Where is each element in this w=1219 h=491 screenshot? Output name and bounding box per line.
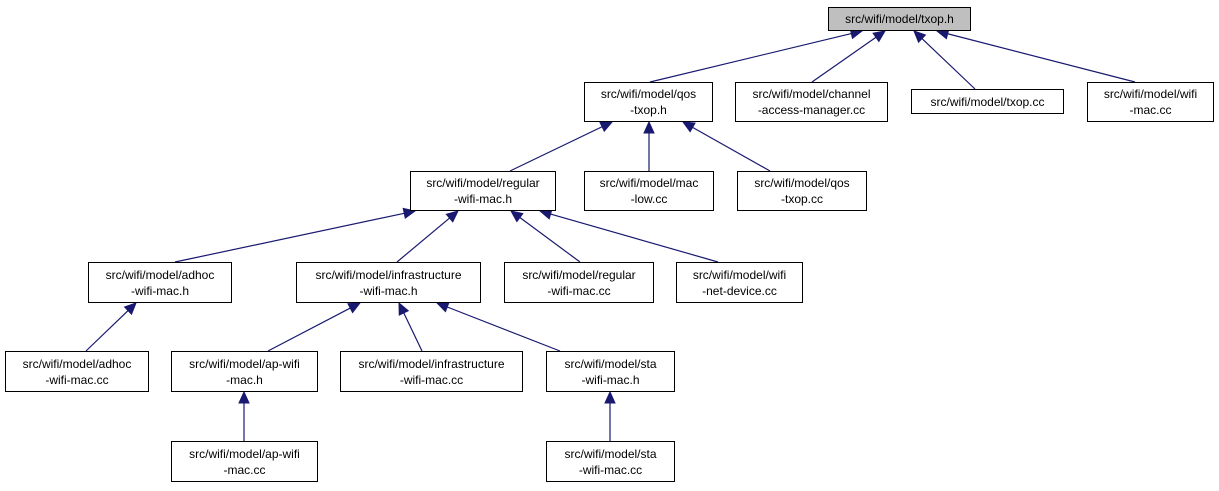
edge-infrastructure_wifi_mac_cc-to-infrastructure_wifi_mac_h [403,312,423,352]
arrowhead-icon [604,390,616,404]
node-label-line: src/wifi/model/ap-wifi [189,356,300,371]
node-label-line: src/wifi/model/adhoc [105,267,215,282]
node-label-line: src/wifi/model/mac [599,176,699,190]
edge-regular_wifi_mac_cc-to-regular_wifi_mac_h [519,217,581,263]
node-label-line: src/wifi/model/qos [754,176,850,190]
node-qos-txop-cc[interactable]: src/wifi/model/qos -txop.cc [737,171,867,211]
node-ap-wifi-mac-cc[interactable]: src/wifi/model/ap-wifi-mac.cc [171,441,318,482]
node-label-line: src/wifi/model/ap-wifi [189,446,300,461]
node-regular-wifi-mac-cc[interactable]: src/wifi/model/regular-wifi-mac.cc [504,262,654,303]
node-infrastructure-wifi-mac-h[interactable]: src/wifi/model/infrastructure-wifi-mac.h [296,262,481,303]
node-label-line: src/wifi/model/regular [522,267,636,282]
node-label-line: -txop.cc [780,192,823,206]
edge-wifi_mac_cc-to-txop_h [947,33,1136,83]
node-adhoc-wifi-mac-cc[interactable]: src/wifi/model/adhoc-wifi-mac.cc [5,351,149,392]
arrowhead-icon [510,210,524,223]
node-label-line: -wifi-mac.cc [547,283,611,298]
edge-txop_cc-to-txop_h [921,38,976,90]
arrowhead-icon [398,301,410,316]
node-wifi-mac-cc[interactable]: src/wifi/model/wifi -mac.cc [1087,82,1214,122]
node-label-line: -mac.cc [1129,103,1172,117]
edge-wifi_net_device_cc-to-regular_wifi_mac_h [550,213,719,263]
arrowhead-icon [599,121,614,133]
arrowhead-icon [238,390,250,404]
node-label-line: -wifi-mac.h [130,283,189,298]
node-label-line: -access-manager.cc [757,103,866,117]
node-label-line: -wifi-mac.cc [399,372,464,387]
node-ap-wifi-mac-h[interactable]: src/wifi/model/ap-wifi-mac.h [171,351,318,392]
node-label-line: src/wifi/model/sta [564,446,657,461]
arrowhead-icon [681,121,696,133]
node-label-line: -txop.h [630,103,667,117]
node-label-line: -wifi-mac.h [359,283,418,298]
node-label-line: -wifi-mac.cc [45,372,109,387]
node-label-line: src/wifi/model/qos [600,87,697,101]
node-label-line: -net-device.cc [702,283,777,298]
edge-infrastructure_wifi_mac_h-to-regular_wifi_mac_h [396,217,450,263]
node-label-line: -wifi-mac.cc [578,462,643,477]
node-qos-txop-h[interactable]: src/wifi/model/qos -txop.h [584,82,713,122]
arrowhead-icon [123,302,137,316]
node-label-line: src/wifi/model/txop.h [845,12,954,26]
arrowhead-icon [435,301,450,313]
node-mac-low-cc[interactable]: src/wifi/model/mac -low.cc [584,171,714,211]
node-label-line: src/wifi/model/sta [564,356,657,371]
arrowhead-icon [445,210,459,223]
node-regular-wifi-mac-h[interactable]: src/wifi/model/regular -wifi-mac.h [410,171,556,211]
arrowhead-icon [872,30,886,43]
edge-ap_wifi_mac_h-to-infrastructure_wifi_mac_h [267,307,351,352]
node-label-line: src/wifi/model/wifi [692,267,787,282]
node-sta-wifi-mac-cc[interactable]: src/wifi/model/sta-wifi-mac.cc [546,441,675,482]
node-label-line: src/wifi/model/txop.cc [930,94,1045,109]
edge-channel_access_manager_cc-to-txop_h [811,36,877,83]
node-label-line: src/wifi/model/channel [752,87,871,101]
node-label-line: src/wifi/model/infrastructure [315,267,462,282]
node-adhoc-wifi-mac-h[interactable]: src/wifi/model/adhoc-wifi-mac.h [88,262,232,303]
node-sta-wifi-mac-h[interactable]: src/wifi/model/sta-wifi-mac.h [546,351,675,392]
node-label-line: -wifi-mac.h [581,372,640,387]
node-txop-cc[interactable]: src/wifi/model/txop.cc [911,89,1064,114]
arrowhead-icon [643,120,655,134]
node-label-line: src/wifi/model/adhoc [22,356,132,371]
node-label-line: src/wifi/model/regular [426,176,540,190]
edge-sta_wifi_mac_h-to-infrastructure_wifi_mac_h [447,306,561,352]
node-label-line: src/wifi/model/infrastructure [358,356,505,371]
node-label-line: -mac.cc [223,462,266,477]
node-txop-h[interactable]: src/wifi/model/txop.h [828,7,971,31]
edge-qos_txop_h-to-txop_h [649,32,852,83]
edge-adhoc_wifi_mac_cc-to-adhoc_wifi_mac_h [85,310,129,352]
arrowhead-icon [913,30,927,44]
edge-regular_wifi_mac_h-to-qos_txop_h [509,126,603,172]
node-label-line: -low.cc [630,192,668,206]
node-label-line: -mac.h [226,372,263,387]
edge-adhoc_wifi_mac_h-to-regular_wifi_mac_h [174,212,405,263]
node-channel-access-manager-cc[interactable]: src/wifi/model/channel -access-manager.cc [735,82,888,122]
arrowhead-icon [347,302,362,314]
node-label-line: -wifi-mac.h [453,192,512,206]
node-wifi-net-device-cc[interactable]: src/wifi/model/wifi-net-device.cc [676,262,803,303]
node-label-line: src/wifi/model/wifi [1103,87,1198,101]
edge-qos_txop_cc-to-qos_txop_h [692,126,771,172]
node-infrastructure-wifi-mac-cc[interactable]: src/wifi/model/infrastructure-wifi-mac.c… [340,351,523,392]
